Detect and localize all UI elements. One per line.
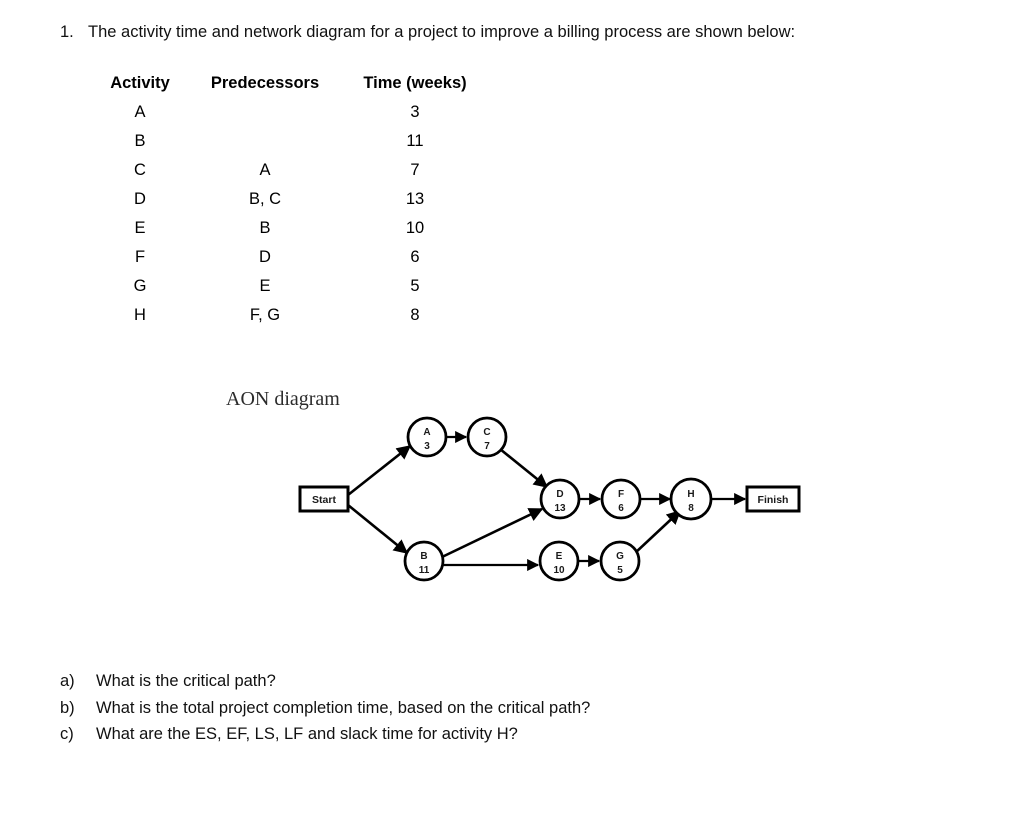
node-start-label: Start bbox=[312, 494, 336, 506]
node-a-duration: 3 bbox=[424, 441, 430, 452]
column-header-predecessors: Predecessors bbox=[210, 73, 320, 92]
node-d-label: D bbox=[556, 489, 563, 500]
edge-start-a bbox=[347, 444, 412, 497]
cell-activity: A bbox=[134, 103, 146, 122]
node-start: Start bbox=[298, 485, 350, 513]
cell-time: 8 bbox=[410, 306, 420, 325]
node-g: G 5 bbox=[599, 540, 641, 582]
subquestion-text: What is the critical path? bbox=[96, 672, 276, 690]
node-e-duration: 10 bbox=[553, 565, 565, 576]
subquestion-item: a) What is the critical path? bbox=[60, 668, 960, 695]
cell-predecessors: E bbox=[259, 277, 271, 296]
cell-predecessors: B bbox=[259, 219, 271, 238]
cell-activity: B bbox=[134, 132, 146, 151]
cell-time: 10 bbox=[405, 219, 425, 238]
node-e-label: E bbox=[556, 551, 563, 562]
node-c: C 7 bbox=[466, 416, 508, 458]
subquestion-item: c) What are the ES, EF, LS, LF and slack… bbox=[60, 721, 960, 748]
subquestion-text: What are the ES, EF, LS, LF and slack ti… bbox=[96, 725, 518, 744]
question-text: The activity time and network diagram fo… bbox=[88, 23, 796, 41]
subquestion-item: b) What is the total project completion … bbox=[60, 695, 960, 722]
cell-time: 6 bbox=[410, 248, 420, 267]
table-row: F D 6 bbox=[95, 243, 515, 272]
cell-time: 7 bbox=[410, 161, 420, 180]
subquestion-marker: a) bbox=[60, 672, 75, 690]
subquestion-text: What is the total project completion tim… bbox=[96, 698, 591, 717]
subquestion-list: a) What is the critical path? b) What is… bbox=[60, 668, 960, 748]
node-c-duration: 7 bbox=[484, 441, 490, 452]
cell-time: 11 bbox=[406, 132, 424, 151]
table-row: G E 5 bbox=[95, 272, 515, 301]
node-b-label: B bbox=[420, 551, 427, 562]
cell-predecessors: D bbox=[259, 248, 271, 267]
table-row: A 3 bbox=[95, 98, 515, 127]
cell-predecessors: B, C bbox=[248, 190, 282, 209]
cell-activity: F bbox=[134, 248, 146, 267]
cell-activity: H bbox=[134, 306, 146, 325]
node-c-label: C bbox=[483, 427, 490, 438]
node-h-label: H bbox=[687, 489, 694, 500]
node-d: D 13 bbox=[539, 478, 581, 520]
node-a-label: A bbox=[423, 427, 430, 438]
cell-activity: D bbox=[134, 190, 146, 209]
activity-table: Activity Predecessors Time (weeks) A 3 B… bbox=[95, 68, 515, 330]
node-f: F 6 bbox=[600, 478, 642, 520]
column-header-activity: Activity bbox=[110, 73, 170, 92]
subquestion-marker: c) bbox=[60, 725, 74, 744]
cell-time: 13 bbox=[405, 190, 425, 209]
cell-time: 5 bbox=[410, 277, 420, 296]
node-f-label: F bbox=[618, 489, 624, 500]
aon-diagram: Start Finish A 3 C 7 D 13 F 6 bbox=[290, 405, 820, 600]
cell-activity: G bbox=[133, 277, 147, 296]
node-b: B 11 bbox=[403, 540, 445, 582]
cell-activity: C bbox=[134, 161, 146, 180]
cell-activity: E bbox=[134, 219, 146, 238]
table-row: C A 7 bbox=[95, 156, 515, 185]
node-finish-label: Finish bbox=[758, 494, 789, 506]
node-b-duration: 11 bbox=[419, 565, 430, 576]
table-row: E B 10 bbox=[95, 214, 515, 243]
column-header-time: Time (weeks) bbox=[363, 73, 467, 92]
edge-c-d bbox=[499, 447, 549, 489]
subquestion-marker: b) bbox=[60, 698, 75, 717]
aon-diagram-title: AON diagram bbox=[226, 388, 340, 410]
cell-time: 3 bbox=[410, 103, 420, 122]
node-f-duration: 6 bbox=[618, 503, 624, 514]
table-row: B 11 bbox=[95, 127, 515, 156]
table-row: D B, C 13 bbox=[95, 185, 515, 214]
node-e: E 10 bbox=[538, 540, 580, 582]
node-g-duration: 5 bbox=[617, 565, 623, 576]
question-number: 1. bbox=[60, 23, 74, 41]
node-h-duration: 8 bbox=[688, 503, 694, 514]
edge-start-b bbox=[347, 503, 409, 555]
cell-predecessors: F, G bbox=[249, 306, 281, 325]
node-h: H 8 bbox=[669, 477, 713, 521]
node-d-duration: 13 bbox=[554, 503, 566, 514]
table-header-row: Activity Predecessors Time (weeks) bbox=[95, 68, 515, 98]
node-g-label: G bbox=[616, 551, 624, 562]
node-a: A 3 bbox=[406, 416, 448, 458]
cell-predecessors: A bbox=[259, 161, 271, 180]
question-prompt: 1. The activity time and network diagram… bbox=[60, 22, 1000, 43]
edge-g-h bbox=[634, 510, 682, 554]
edge-b-d bbox=[441, 507, 544, 559]
node-finish: Finish bbox=[745, 485, 801, 513]
table-row: H F, G 8 bbox=[95, 301, 515, 330]
